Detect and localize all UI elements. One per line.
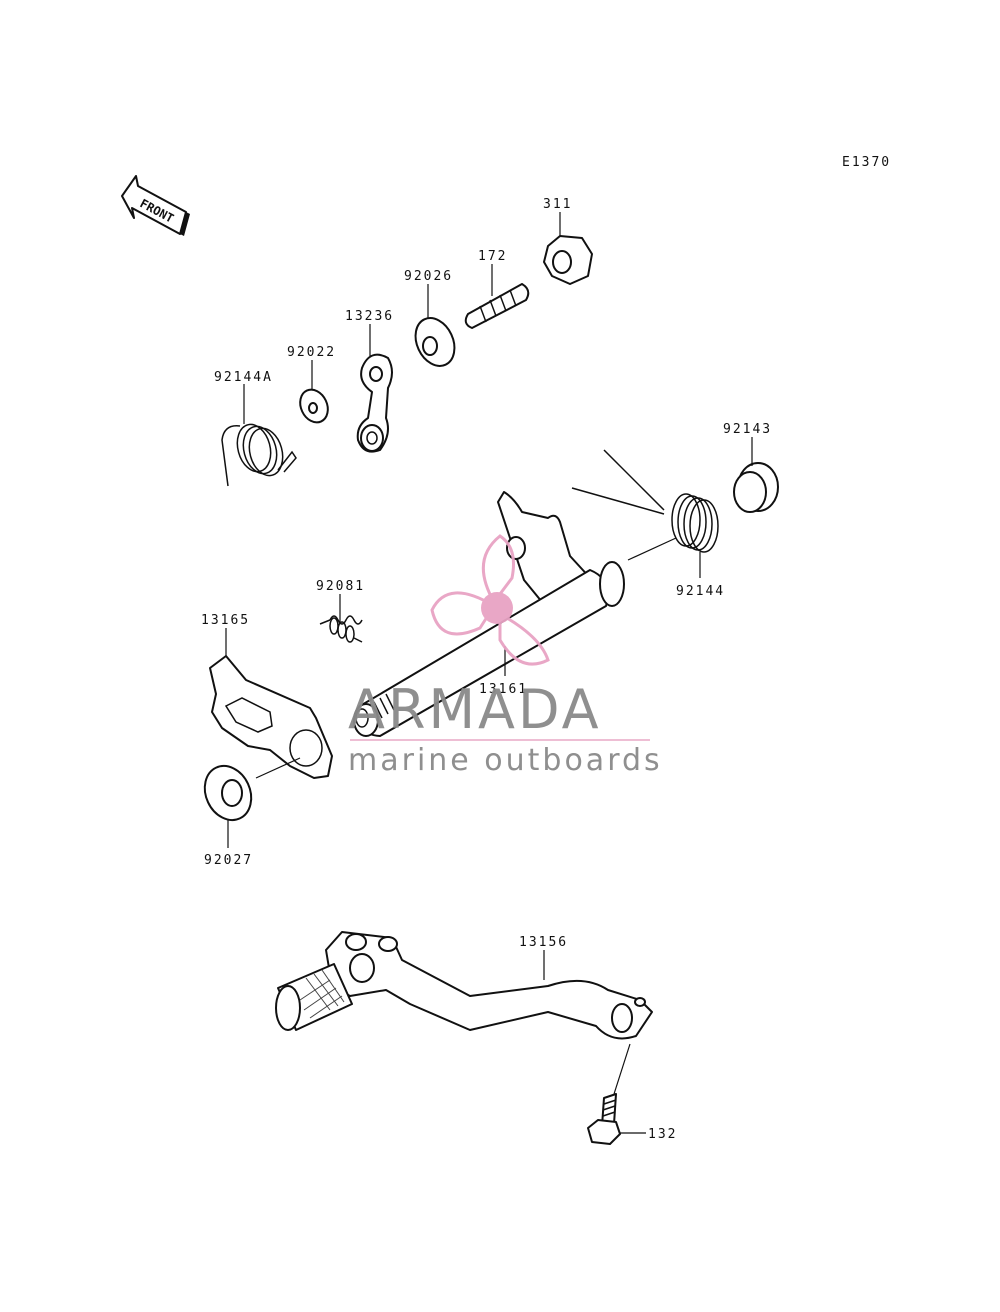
washer-92027 <box>203 764 253 822</box>
part-label-132: 132 <box>648 1127 677 1142</box>
part-label-92143: 92143 <box>723 422 772 437</box>
link-13236 <box>356 353 393 453</box>
part-label-92026: 92026 <box>404 269 453 284</box>
part-label-311: 311 <box>543 197 572 212</box>
watermark-tagline: marine outboards <box>348 743 663 778</box>
part-label-13236: 13236 <box>345 309 394 324</box>
collar-92143 <box>733 462 779 513</box>
shift-pedal-13156 <box>275 931 653 1040</box>
spring-92144A <box>221 423 297 487</box>
washer-92026 <box>414 317 456 367</box>
part-label-92144A: 92144A <box>214 370 273 385</box>
watermark-brand: ARMADA <box>348 678 602 741</box>
nut-311 <box>543 235 593 285</box>
part-label-92144: 92144 <box>676 584 725 599</box>
spring-92144 <box>571 449 719 553</box>
part-label-92027: 92027 <box>204 853 253 868</box>
watermark: ARMADA marine outboards <box>348 534 663 778</box>
shift-shaft-13161 <box>353 491 625 737</box>
part-label-13156: 13156 <box>519 935 568 950</box>
part-label-172: 172 <box>478 249 507 264</box>
plate-13165 <box>209 655 333 779</box>
part-label-13161: 13161 <box>479 682 528 697</box>
propeller-logo-icon <box>430 534 550 666</box>
front-arrow-icon: FRONT <box>121 175 190 236</box>
bolt-132 <box>587 1043 631 1145</box>
spring-92081 <box>319 615 363 643</box>
part-label-92081: 92081 <box>316 579 365 594</box>
washer-92022 <box>299 388 329 424</box>
part-label-13165: 13165 <box>201 613 250 628</box>
pin-172 <box>464 283 530 329</box>
diagram-code: E1370 <box>842 155 891 170</box>
part-label-92022: 92022 <box>287 345 336 360</box>
